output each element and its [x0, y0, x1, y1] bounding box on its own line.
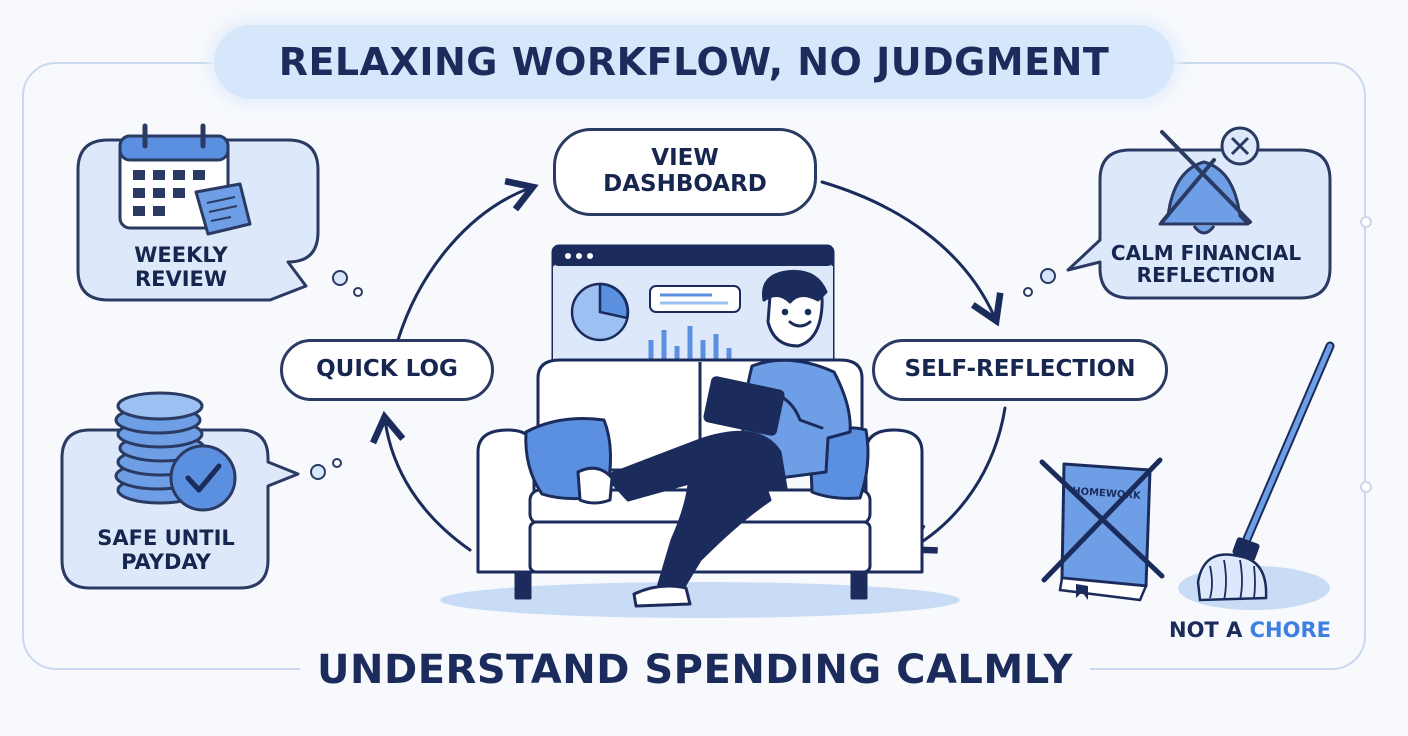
page-title: RELAXING WORKFLOW, NO JUDGMENT — [278, 40, 1110, 84]
footer-banner: UNDERSTAND SPENDING CALMLY — [300, 640, 1090, 700]
title-banner: RELAXING WORKFLOW, NO JUDGMENT — [214, 25, 1174, 99]
homework-book-label: HOMEWORK — [1072, 486, 1142, 502]
checkmark-icon — [169, 444, 237, 512]
safe-payday-bubble — [60, 391, 342, 590]
arrow-reflection-to-sofa — [904, 406, 1007, 554]
cycle-arrows — [370, 177, 1007, 554]
chore-highlight: CHORE — [1249, 618, 1331, 642]
floor-shadow — [440, 582, 960, 618]
muted-bell-icon — [1158, 126, 1260, 235]
arrow-dashboard-to-reflection — [820, 180, 1004, 327]
arrow-sofa-to-quicklog — [370, 410, 472, 552]
chore-prefix: NOT A — [1169, 618, 1250, 642]
weekly-review-bubble — [76, 123, 363, 302]
bar-chart-icon — [648, 326, 732, 360]
frame-dot — [1360, 216, 1372, 228]
calm-reflection-bubble — [1023, 126, 1332, 300]
step-quick-log: QUICK LOG — [280, 339, 494, 401]
step-view-dashboard: VIEW DASHBOARD — [553, 128, 817, 216]
frame-dot — [1360, 481, 1372, 493]
weekly-review-label: WEEKLY REVIEW — [134, 243, 228, 291]
not-a-chore-label: NOT A CHORE — [1150, 618, 1350, 642]
safe-payday-label: SAFE UNTIL PAYDAY — [97, 526, 235, 574]
crossed-homework-icon — [1039, 457, 1165, 602]
mop-icon — [1178, 341, 1335, 610]
sofa-scene — [440, 244, 960, 618]
calm-reflection-label: CALM FINANCIAL REFLECTION — [1110, 241, 1302, 288]
sticky-note-icon — [194, 182, 252, 236]
relaxing-person — [576, 269, 852, 608]
arrow-quicklog-to-dashboard — [396, 177, 539, 342]
step-self-reflection: SELF-REFLECTION — [872, 339, 1168, 401]
pie-chart-icon — [570, 282, 630, 342]
footer-title: UNDERSTAND SPENDING CALMLY — [317, 647, 1073, 693]
